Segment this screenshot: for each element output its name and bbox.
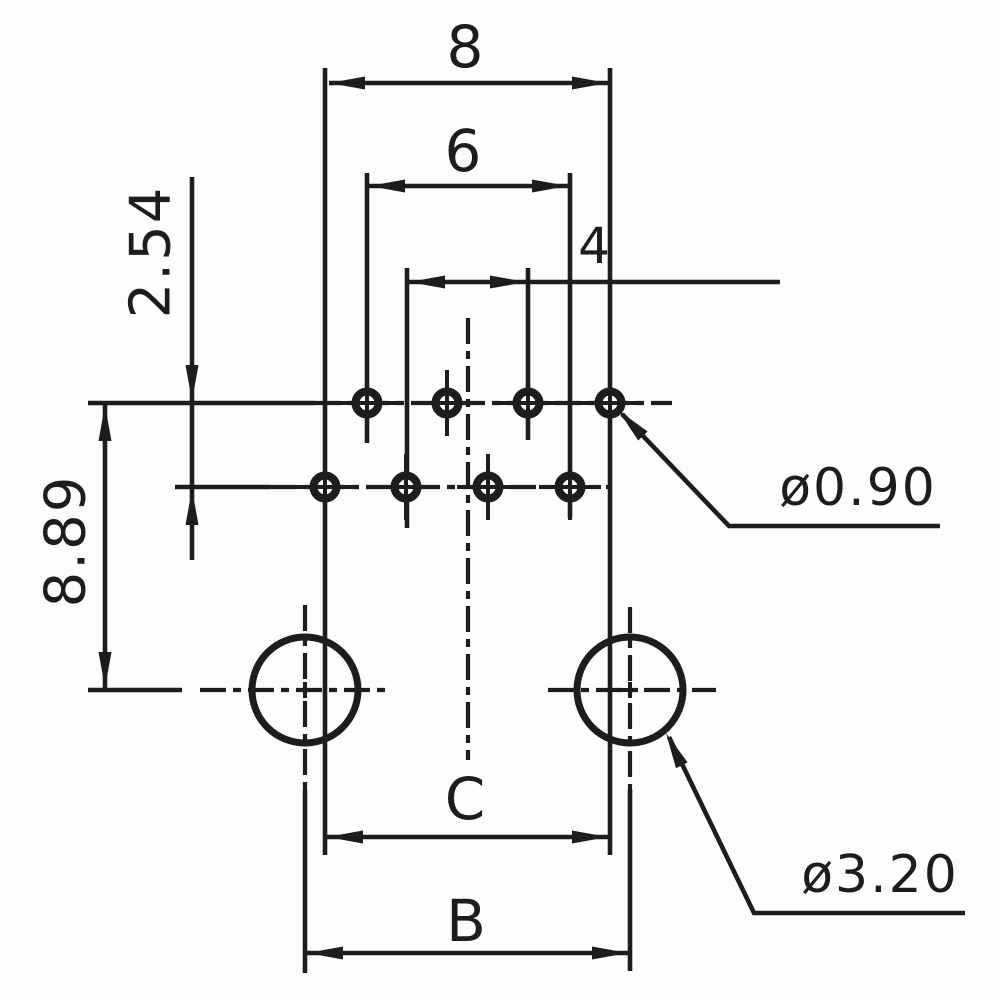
pin-hole: [375, 454, 437, 520]
dim-label-6: 6: [445, 117, 484, 185]
pin-hole: [416, 370, 478, 436]
arrowhead: [369, 179, 405, 193]
mounting-holes: [248, 633, 687, 747]
arrowhead: [490, 275, 526, 289]
dim-label-8: 8: [447, 13, 486, 81]
dimension-lines: [102, 80, 780, 956]
pin-hole: [539, 454, 601, 520]
arrowhead: [592, 946, 628, 960]
mounting-hole-left: [248, 633, 362, 747]
dimension-labels: 8 6 4 2.54 8.89 ø0.90 ø3.20 C B: [34, 13, 959, 955]
arrowhead: [618, 410, 648, 441]
arrowhead: [327, 830, 363, 844]
pin-hole: [457, 454, 519, 520]
arrowhead: [307, 946, 343, 960]
mounting-hole-right: [573, 633, 687, 747]
arrowhead: [572, 76, 608, 90]
arrowhead: [98, 652, 112, 688]
arrowhead: [572, 830, 608, 844]
pin-hole: [336, 370, 398, 436]
leader-lines: [620, 412, 965, 916]
dim-label-2-54: 2.54: [119, 186, 184, 319]
mount-diameter-leader: [666, 735, 965, 916]
arrowhead: [98, 405, 112, 441]
centerlines: [200, 318, 716, 792]
pin-diameter-leader: [620, 412, 940, 529]
arrowhead: [666, 733, 688, 769]
pin-hole: [497, 370, 559, 436]
pin-holes: [294, 370, 641, 520]
dim-label-b: B: [446, 887, 488, 955]
arrowhead: [532, 179, 568, 193]
dim-label-4: 4: [578, 217, 612, 275]
pin-hole: [294, 454, 356, 520]
arrowhead: [329, 76, 365, 90]
pin-hole: [579, 370, 641, 436]
dim-label-8-89: 8.89: [34, 475, 99, 608]
pin-diameter-label: ø0.90: [779, 458, 937, 518]
arrowheads: [98, 76, 688, 960]
arrowhead: [185, 489, 199, 525]
arrowhead: [185, 365, 199, 401]
dim-label-c: C: [445, 765, 488, 833]
mount-diameter-label: ø3.20: [801, 845, 959, 905]
arrowhead: [409, 275, 445, 289]
